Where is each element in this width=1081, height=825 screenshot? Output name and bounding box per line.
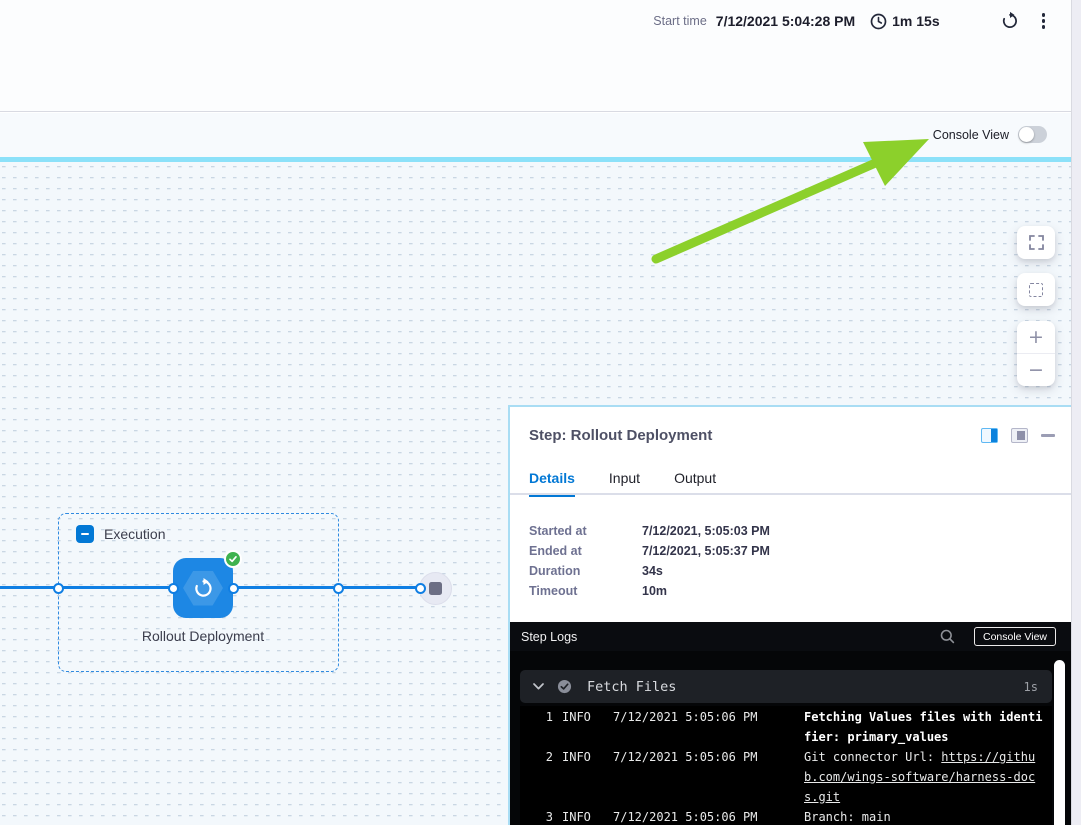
sub-toolbar: Console View: [0, 113, 1071, 157]
top-toolbar: Start time 7/12/2021 5:04:28 PM 1m 15s: [0, 0, 1071, 112]
fit-to-screen-button[interactable]: [1017, 273, 1055, 306]
detail-row-ended: Ended at 7/12/2021, 5:05:37 PM: [529, 541, 770, 561]
collapse-group-button[interactable]: [76, 525, 94, 543]
console-view-button[interactable]: Console View: [974, 627, 1056, 646]
step-logs-header: Step Logs Console View: [510, 622, 1071, 651]
connector-port: [168, 583, 179, 594]
stop-square-icon: [429, 582, 442, 595]
toggle-knob: [1019, 127, 1034, 142]
zoom-out-button[interactable]: −: [1017, 354, 1055, 386]
rollout-icon: [192, 577, 215, 600]
rollout-deployment-node[interactable]: [173, 558, 233, 618]
log-row: 3 INFO 7/12/2021 5:05:06 PM Branch: main: [520, 807, 1052, 825]
connector-port: [228, 583, 239, 594]
step-logs-title: Step Logs: [521, 630, 940, 644]
node-label: Rollout Deployment: [123, 625, 283, 647]
start-time-value: 7/12/2021 5:04:28 PM: [716, 13, 855, 29]
log-lines: 1 INFO 7/12/2021 5:05:06 PM Fetching Val…: [520, 706, 1052, 825]
layout-right-panel-icon[interactable]: [981, 428, 998, 443]
execution-group-label: Execution: [104, 526, 165, 542]
fit-to-screen-icon: [1029, 283, 1043, 297]
zoom-controls: + −: [1017, 321, 1055, 386]
connector-port: [53, 583, 64, 594]
minimize-panel-icon[interactable]: [1041, 434, 1055, 437]
log-row: 1 INFO 7/12/2021 5:05:06 PM Fetching Val…: [520, 707, 1052, 747]
logs-body: Fetch Files 1s 1 INFO 7/12/2021 5:05:06 …: [510, 651, 1071, 825]
stage-divider-line: [0, 157, 1071, 162]
detail-row-duration: Duration 34s: [529, 561, 770, 581]
step-details-panel: Step: Rollout Deployment Details Input O…: [508, 405, 1071, 825]
success-check-icon: [224, 550, 242, 568]
log-row: 2 INFO 7/12/2021 5:05:06 PM Git connecto…: [520, 747, 1052, 807]
step-logs-section: Step Logs Console View Fetch Files 1s: [510, 622, 1071, 825]
logs-scrollbar[interactable]: [1054, 660, 1065, 825]
search-icon[interactable]: [940, 629, 955, 644]
log-section-name: Fetch Files: [587, 679, 676, 695]
console-view-label: Console View: [933, 128, 1009, 142]
fullscreen-button[interactable]: [1017, 226, 1055, 259]
refresh-icon[interactable]: [1000, 11, 1020, 31]
step-details: Started at 7/12/2021, 5:05:03 PM Ended a…: [529, 521, 770, 601]
clock-icon: [870, 13, 887, 30]
zoom-in-button[interactable]: +: [1017, 321, 1055, 353]
detail-row-started: Started at 7/12/2021, 5:05:03 PM: [529, 521, 770, 541]
layout-bottom-panel-icon[interactable]: [1011, 428, 1028, 443]
detail-row-timeout: Timeout 10m: [529, 581, 770, 601]
section-success-icon: [557, 679, 572, 694]
connector-port: [415, 583, 426, 594]
panel-title: Step: Rollout Deployment: [529, 427, 981, 444]
log-section-fetch-files[interactable]: Fetch Files 1s: [520, 670, 1052, 703]
chevron-down-icon[interactable]: [533, 683, 544, 690]
page-scrollbar[interactable]: [1071, 0, 1081, 825]
kebab-menu-icon[interactable]: [1042, 13, 1045, 28]
fullscreen-icon: [1029, 235, 1044, 250]
divider: [510, 493, 1071, 495]
elapsed-time: 1m 15s: [892, 13, 939, 29]
minus-icon: [81, 533, 89, 535]
console-view-toggle[interactable]: [1018, 126, 1047, 143]
connector-port: [333, 583, 344, 594]
start-time-label: Start time: [653, 14, 707, 28]
log-section-duration: 1s: [1024, 680, 1038, 694]
